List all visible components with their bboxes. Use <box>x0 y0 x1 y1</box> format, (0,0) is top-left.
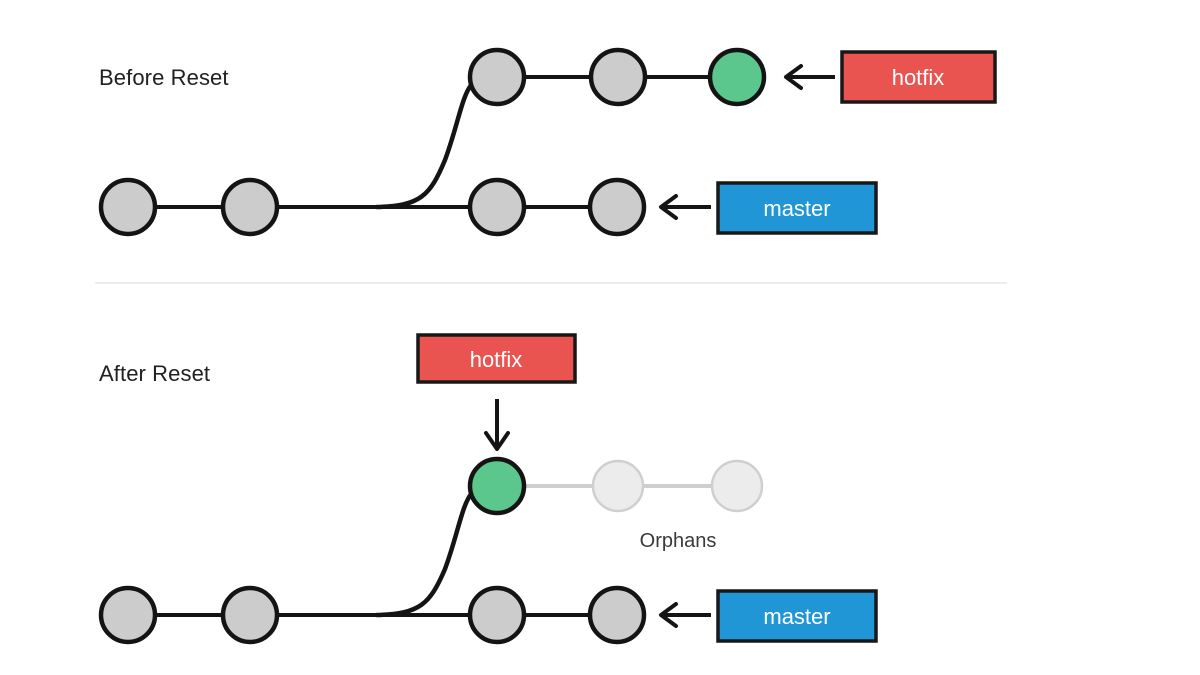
badge-label: hotfix <box>892 65 945 90</box>
arrow-left-icon-master-before <box>659 194 711 220</box>
commit-node[interactable] <box>220 177 280 237</box>
arrow-left-icon-master-after <box>659 602 711 628</box>
section-title-before-reset: Before Reset <box>99 65 229 90</box>
branch-fork-curve-before <box>374 81 475 210</box>
commit-node[interactable] <box>220 585 280 645</box>
branch-badge-hotfix-before[interactable]: hotfix <box>840 50 997 104</box>
badge-box[interactable] <box>416 333 577 384</box>
commit-node-head-hotfix[interactable] <box>707 47 767 107</box>
branch-badge-master-after[interactable]: master <box>716 589 878 643</box>
branch-fork-curve-after <box>374 490 475 618</box>
commit-node[interactable] <box>467 47 527 107</box>
commit-node[interactable] <box>587 177 647 237</box>
badge-label: master <box>763 604 830 629</box>
badge-box[interactable] <box>840 50 997 104</box>
badge-label: master <box>763 196 830 221</box>
branch-badge-hotfix-after[interactable]: hotfix <box>416 333 577 384</box>
section-title-after-reset: After Reset <box>99 361 210 386</box>
arrow-head-glyph <box>484 431 510 451</box>
orphans-caption: Orphans <box>640 530 717 552</box>
badge-box[interactable] <box>716 589 878 643</box>
section-before-reset: Before Reset <box>98 47 997 237</box>
badge-label: hotfix <box>470 347 523 372</box>
commit-node[interactable] <box>467 177 527 237</box>
badge-box[interactable] <box>716 181 878 235</box>
commit-node[interactable] <box>588 47 648 107</box>
arrow-head-glyph <box>784 64 803 90</box>
arrow-head-glyph <box>659 602 678 628</box>
section-after-reset: After Reset hotfix <box>98 333 878 645</box>
commit-node[interactable] <box>467 585 527 645</box>
commit-node[interactable] <box>587 585 647 645</box>
arrow-left-icon-hotfix-before <box>784 64 835 90</box>
arrow-down-icon-hotfix-after <box>484 399 510 451</box>
commit-node-head-hotfix-after[interactable] <box>467 456 527 516</box>
commit-node[interactable] <box>98 177 158 237</box>
commit-node-orphan[interactable] <box>591 459 645 513</box>
commit-node[interactable] <box>98 585 158 645</box>
commit-node-orphan[interactable] <box>710 459 764 513</box>
arrow-head-glyph <box>659 194 678 220</box>
branch-badge-master-before[interactable]: master <box>716 181 878 235</box>
